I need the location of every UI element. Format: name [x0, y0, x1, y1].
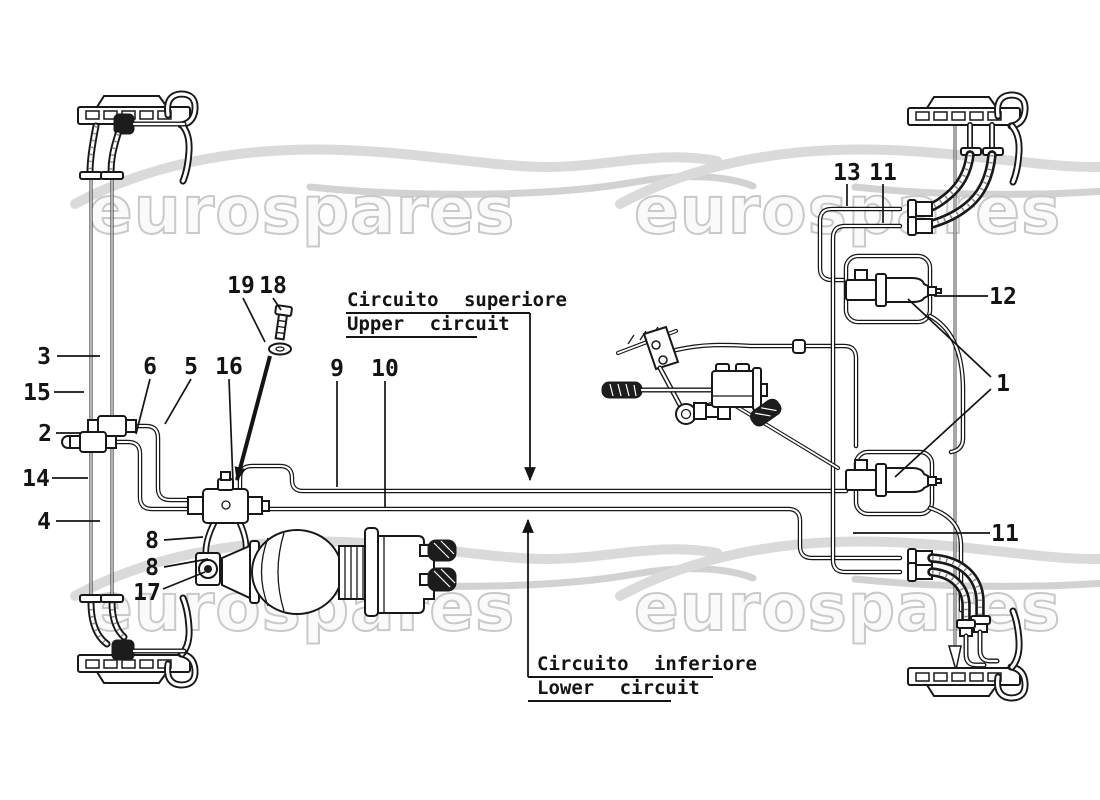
brake-caliper-front-left — [78, 94, 195, 181]
upper-circuit-line1: Circuito superiore — [347, 289, 567, 311]
part-label-18: 18 — [259, 273, 287, 299]
distribution-block — [202, 488, 249, 524]
pipe-11-rear — [830, 223, 903, 575]
output-boot — [749, 398, 782, 427]
part-label-17: 17 — [133, 580, 161, 606]
leader-line — [894, 388, 992, 478]
rear-valve-lower — [845, 459, 942, 497]
part-label-16: 16 — [215, 354, 243, 380]
leader-line — [162, 571, 206, 590]
brake-caliper-front-right — [908, 95, 1025, 236]
leader-line — [907, 298, 992, 378]
watermark-text: eurospares — [634, 569, 1061, 646]
part-label-15: 15 — [23, 380, 51, 406]
watermark-text: eurospares — [88, 172, 515, 249]
lower-circuit-label: Circuito inferiore Lower circuit — [537, 652, 757, 700]
valve-body — [885, 467, 929, 493]
valve-body — [885, 277, 929, 303]
pedal-bracket — [642, 325, 680, 371]
cable-end — [948, 645, 962, 671]
bleed-screw — [274, 304, 293, 341]
leader-line — [228, 378, 234, 484]
brake-caliper-rear-right — [908, 548, 1025, 698]
hose-fitting — [915, 218, 933, 234]
master-cylinder-body — [711, 370, 759, 408]
part-label-3: 3 — [37, 344, 51, 370]
pipe-5 — [136, 426, 189, 500]
pipe-grommet — [792, 339, 806, 354]
part-label-1: 1 — [996, 371, 1010, 397]
pushrod — [734, 405, 838, 468]
part-label-11: 11 — [991, 521, 1019, 547]
leader-line — [135, 378, 151, 435]
booster-dome — [251, 529, 343, 615]
part-label-2: 2 — [38, 421, 52, 447]
part-label-6: 6 — [143, 354, 157, 380]
leader-line — [163, 558, 209, 568]
part-label-5: 5 — [184, 354, 198, 380]
part-label-8: 8 — [145, 528, 159, 554]
junction-block — [187, 471, 270, 560]
lower-circuit-line2: Lower circuit — [537, 677, 700, 699]
part-label-14: 14 — [22, 466, 50, 492]
tee-fitting-lower — [79, 431, 107, 453]
part-label-11: 11 — [869, 160, 897, 186]
upper-circuit-pipe — [240, 466, 846, 491]
leader-line — [234, 355, 272, 482]
hose-fitting — [915, 201, 933, 217]
part-label-8: 8 — [145, 555, 159, 581]
upper-circuit-pipe — [237, 463, 849, 494]
washer — [268, 342, 292, 356]
rear-arc-pipe — [927, 313, 966, 455]
leader-line — [163, 536, 204, 541]
part-label-10: 10 — [371, 356, 399, 382]
part-label-13: 13 — [833, 160, 861, 186]
mounting-flange — [364, 527, 379, 617]
part-label-12: 12 — [989, 284, 1017, 310]
elbow-fitting — [111, 639, 135, 661]
master-cylinder — [711, 363, 782, 427]
upper-circuit-label: Circuito superiore Upper circuit — [347, 288, 567, 336]
tee-fittings — [61, 415, 137, 453]
upper-circuit-line2: Upper circuit — [347, 313, 510, 335]
rear-valve-upper — [845, 269, 942, 307]
lower-circuit-pipe — [113, 439, 903, 561]
part-label-4: 4 — [37, 509, 51, 535]
leader-line — [272, 297, 282, 311]
pipe-5 — [133, 423, 192, 503]
leader-line — [164, 378, 192, 425]
rear-lower-arc-pipe — [927, 505, 964, 613]
lower-circuit-line1: Circuito inferiore — [537, 653, 757, 675]
circuit-annotations — [346, 312, 713, 702]
brake-booster-assembly — [195, 527, 457, 617]
pipe-13 — [817, 206, 903, 283]
rear-arc-pipe — [930, 316, 963, 452]
part-label-9: 9 — [330, 356, 344, 382]
leader-line — [242, 297, 266, 343]
brake-caliper-rear-left — [78, 594, 195, 685]
part-label-19: 19 — [227, 273, 255, 299]
